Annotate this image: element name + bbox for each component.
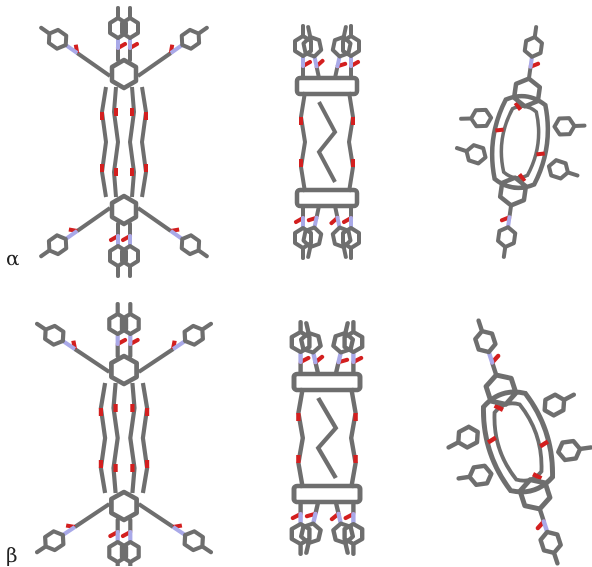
beta-end-view — [413, 299, 592, 566]
alpha-end-view — [442, 18, 592, 265]
alpha-top-view — [37, 8, 212, 276]
panel-label-alpha: α — [6, 246, 20, 270]
beta-side-view — [292, 321, 362, 554]
beta-top-view — [32, 304, 216, 566]
panel-label-beta: β — [6, 543, 18, 567]
alpha-side-view — [295, 25, 359, 258]
